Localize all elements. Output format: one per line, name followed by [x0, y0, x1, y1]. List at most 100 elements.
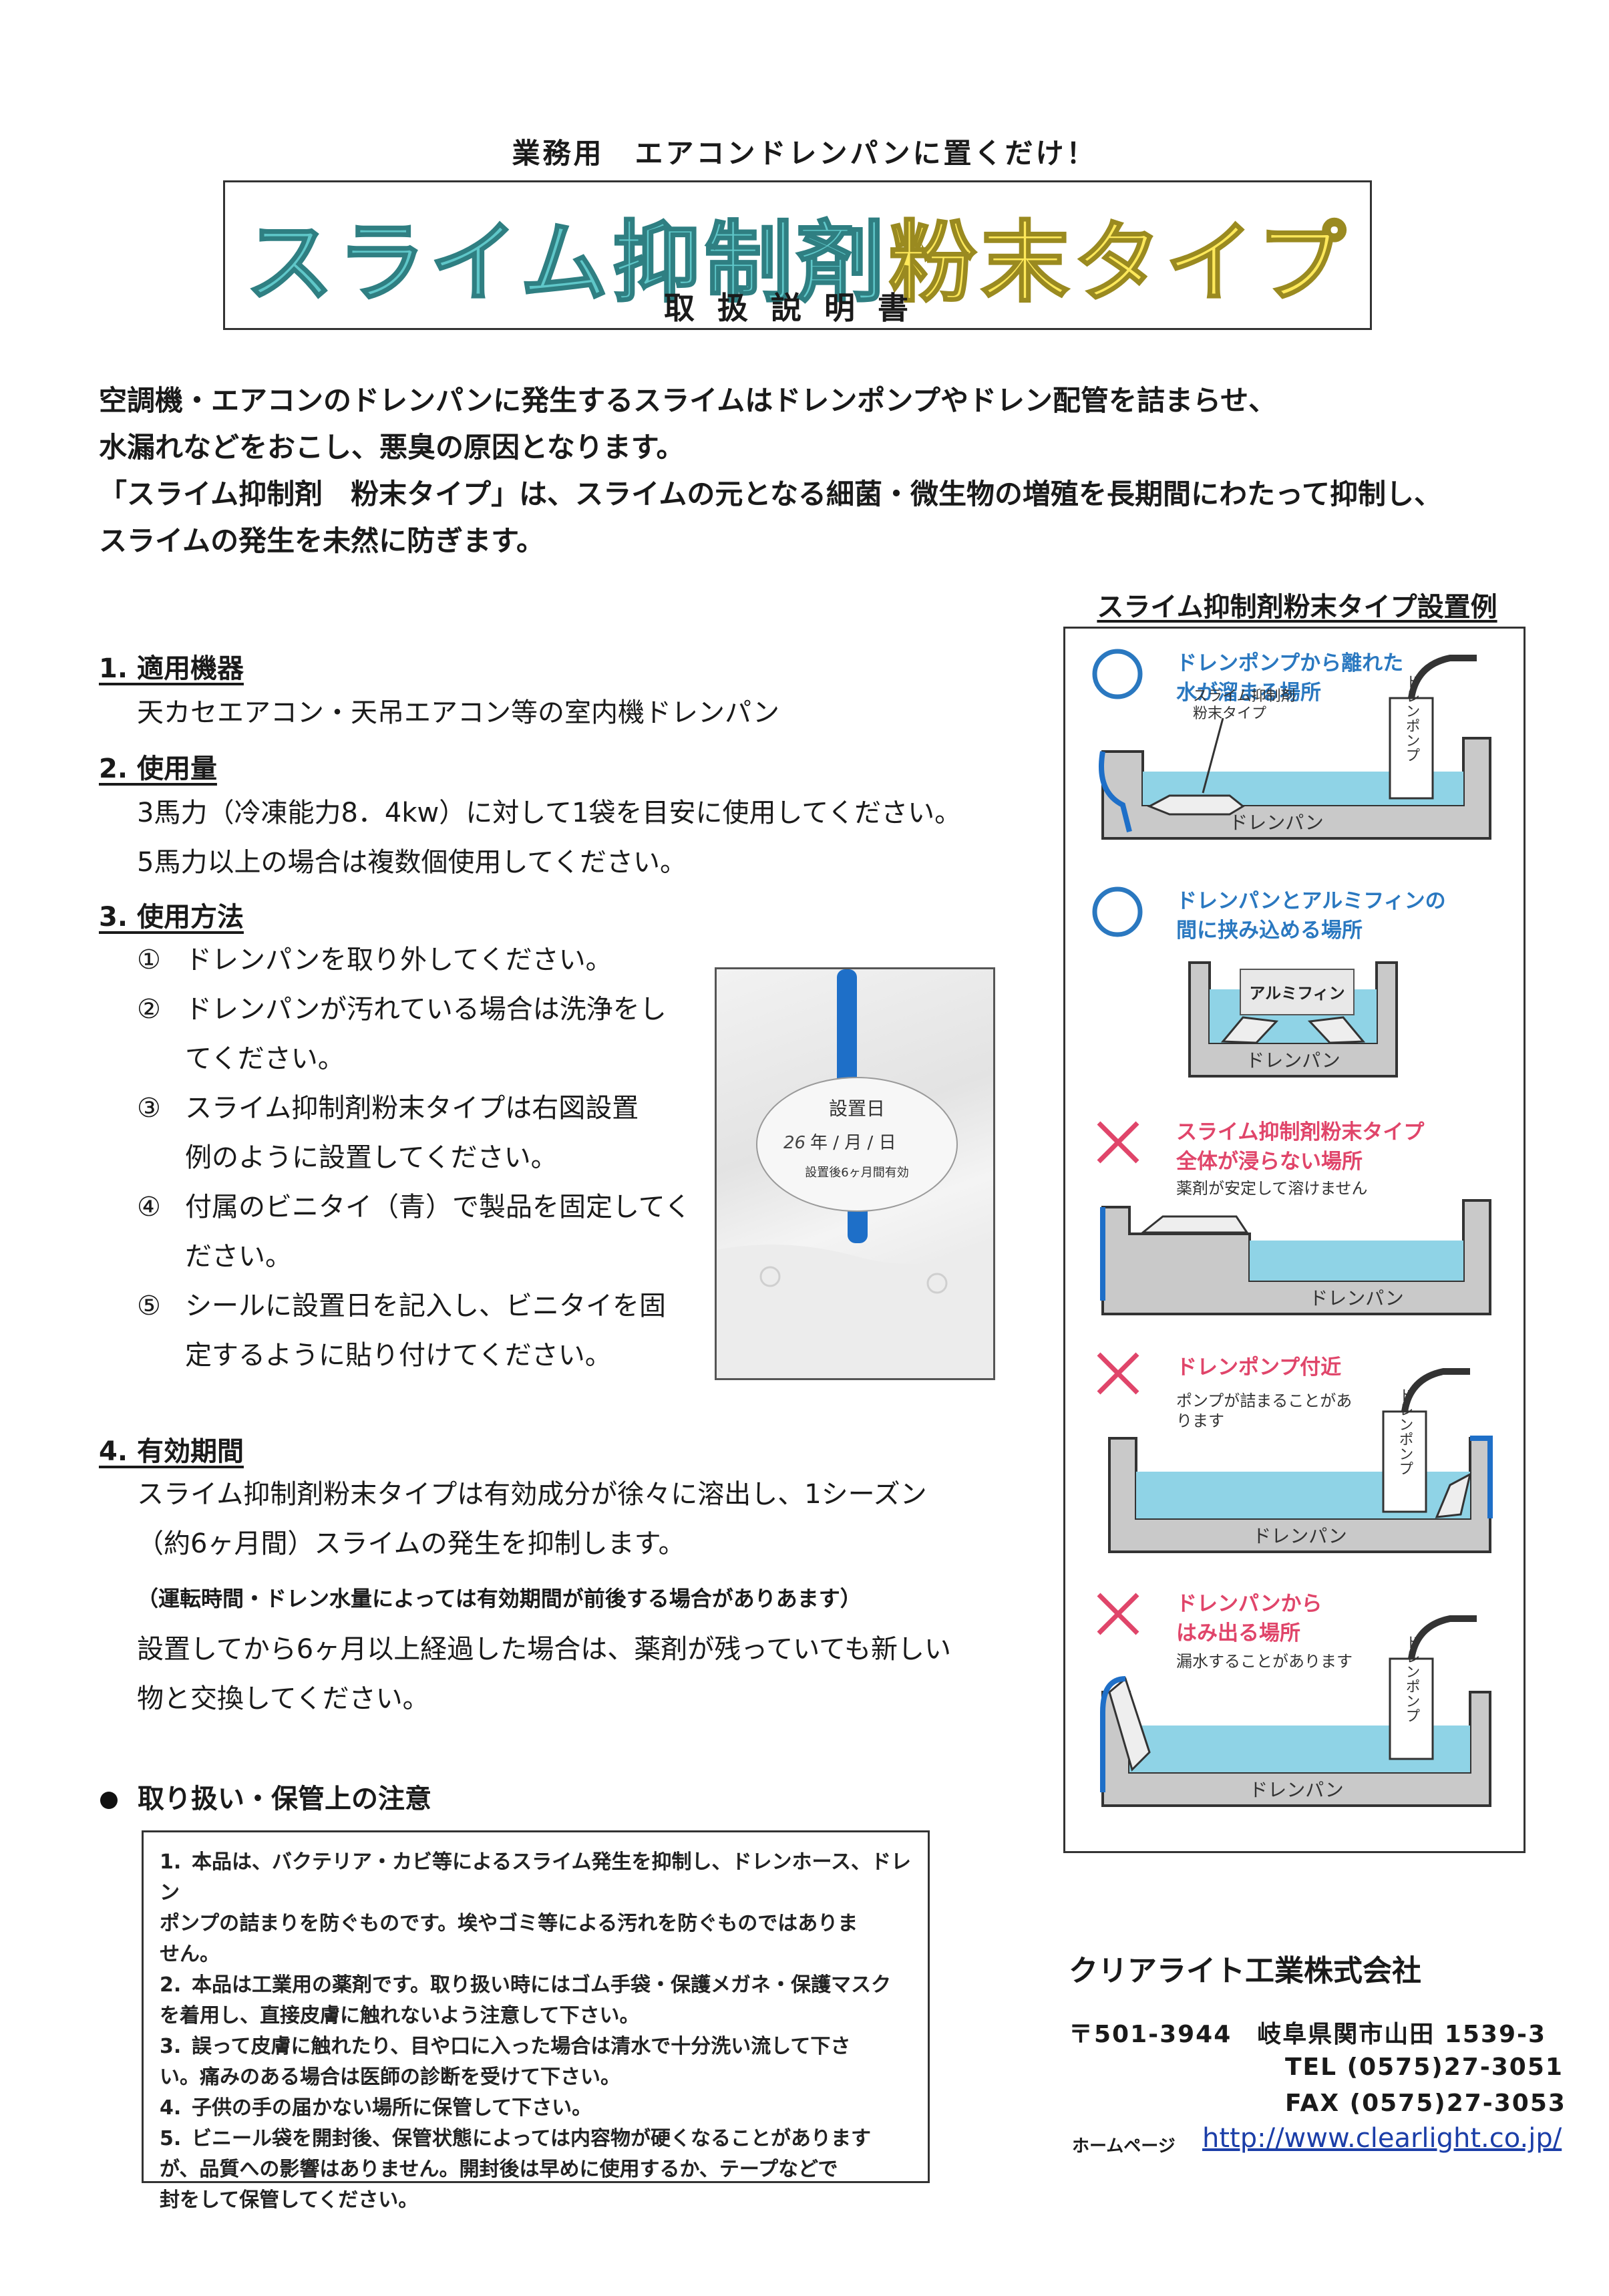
- caution-box: 1.本品は、バクテリア・カビ等によるスライム発生を抑制し、ドレンホース、ドレン …: [142, 1830, 930, 2212]
- pan-label: ドレンパン: [1249, 1779, 1343, 1801]
- step-3-continued: 例のように設置してください。: [185, 1142, 558, 1173]
- company-tel: TEL (0575)27-3051: [1285, 2054, 1564, 2081]
- panel-label: ドレンパンとアルミフィンの: [1176, 889, 1446, 913]
- section-1-heading: 1. 適用機器: [99, 653, 244, 684]
- pump-hose: [1408, 1615, 1477, 1659]
- date-sticker: [756, 1077, 958, 1212]
- panel-sub-note: ポンプが詰まることがあ: [1176, 1391, 1352, 1410]
- packet-fold: [717, 1245, 993, 1378]
- document-subtitle: 取扱説明書: [664, 290, 931, 326]
- caution-item: 1.本品は、バクテリア・カビ等によるスライム発生を抑制し、ドレンホース、ドレン: [160, 1850, 911, 1905]
- section-4-line: スライム抑制剤粉末タイプは有効成分が徐々に溶出し、1シーズン: [137, 1479, 927, 1510]
- intro-line: 「スライム抑制剤 粉末タイプ」は、スライムの元となる細菌・微生物の増殖を長期間に…: [99, 478, 1442, 510]
- section-2-heading: 2. 使用量: [99, 754, 217, 784]
- sticker-label: 設置日: [829, 1098, 885, 1120]
- ok-circle-icon: [1092, 886, 1143, 937]
- pump-hose: [1401, 1368, 1470, 1412]
- panel-label: 水が溜まる場所: [1176, 681, 1321, 705]
- product-label: スライム抑制剤: [1193, 688, 1296, 705]
- caution-heading: 取り扱い・保管上の注意: [100, 1777, 431, 1816]
- title-box: スライム抑制剤粉末タイプ 取扱説明書: [223, 180, 1372, 330]
- section-4-line: 物と交換してください。: [137, 1683, 429, 1714]
- pump-label: ドレンポンプ: [1403, 1635, 1420, 1723]
- sticker-validity: 設置後6ヶ月間有効: [805, 1166, 908, 1180]
- homepage-link[interactable]: http://www.clearlight.co.jp/: [1202, 2123, 1562, 2154]
- panel-label: スライム抑制剤粉末タイプ: [1176, 1120, 1425, 1144]
- product-packet-icon: [1139, 1215, 1249, 1234]
- drain-pump-icon: [1389, 1657, 1434, 1760]
- product-packet-icon: [1147, 794, 1245, 816]
- packet-emboss: [926, 1273, 948, 1294]
- installation-diagram: ドレンポンプから離れた 水が溜まる場所 スライム抑制剤 粉末タイプ ドレンポンプ…: [1063, 627, 1526, 1853]
- packet-emboss: [759, 1266, 781, 1287]
- panel-label: ドレンポンプ付近: [1176, 1355, 1341, 1379]
- water: [1250, 1241, 1463, 1281]
- section-4-line: （約6ヶ月間）スライムの発生を抑制します。: [137, 1528, 685, 1559]
- homepage-label: ホームページ: [1072, 2136, 1176, 2156]
- ng-cross-icon: [1097, 1121, 1139, 1164]
- product-photo-drawing: 設置日 26 年 / 月 / 日 設置後6ヶ月間有効: [717, 969, 993, 1378]
- panel-label: ドレンパンから: [1176, 1592, 1322, 1616]
- pan-label: ドレンパン: [1246, 1049, 1340, 1072]
- product-packet-icon: [1435, 1472, 1472, 1518]
- diagram-panel-5: ドレンパンから はみ出る場所 漏水することがあります ドレンポンプ ドレンパン: [1076, 1579, 1514, 1826]
- title-part-powder-type: 粉末タイプ: [888, 211, 1350, 316]
- section-2-line: 5馬力以上の場合は複数個使用してください。: [137, 847, 687, 878]
- caution-item: 4.子供の手の届かない場所に保管して下さい。: [160, 2096, 592, 2120]
- tagline: 業務用 エアコンドレンパンに置くだけ！: [512, 137, 1097, 170]
- pan-label: ドレンパン: [1309, 1287, 1403, 1309]
- pump-hose: [1408, 655, 1477, 699]
- caution-item-cont: を着用し、直接皮膚に触れないよう注意して下さい。: [160, 2004, 640, 2027]
- panel-sub-note: 薬剤が安定して溶けません: [1176, 1179, 1368, 1198]
- diagram-panel-1: ドレンポンプから離れた 水が溜まる場所 スライム抑制剤 粉末タイプ ドレンポンプ…: [1076, 638, 1514, 865]
- title-part-slime-inhibitor: スライム抑制剤: [244, 211, 889, 316]
- sticker-year: 26: [783, 1133, 806, 1153]
- section-2-line: 3馬力（冷凍能力8．4kw）に対して1袋を目安に使用してください。: [137, 798, 962, 828]
- aluminum-fin-icon: [1240, 969, 1355, 1015]
- ng-cross-icon: [1097, 1593, 1139, 1635]
- section-4-line: 設置してから6ヶ月以上経過した場合は、薬剤が残っていても新しい: [137, 1634, 952, 1665]
- product-label: 粉末タイプ: [1193, 705, 1266, 722]
- section-1-text: 天カセエアコン・天吊エアコン等の室内機ドレンパン: [137, 697, 779, 728]
- section-3-heading: 3. 使用方法: [99, 902, 244, 933]
- panel-label: ドレンポンプから離れた: [1176, 651, 1403, 675]
- intro-line: 水漏れなどをおこし、悪臭の原因となります。: [99, 431, 685, 464]
- product-photo: 設置日 26 年 / 月 / 日 設置後6ヶ月間有効: [715, 967, 995, 1380]
- caution-item-cont: 封をして保管してください。: [160, 2188, 419, 2212]
- product-title: スライム抑制剤粉末タイプ: [225, 192, 1370, 319]
- pump-label: ドレンポンプ: [1403, 674, 1420, 762]
- pointer-arrow: [1202, 717, 1224, 794]
- ng-cross-icon: [1097, 1352, 1139, 1395]
- diagram-panel-3: スライム抑制剤粉末タイプ 全体が浸らない場所 薬剤が安定して溶けません ドレンパ…: [1076, 1107, 1514, 1327]
- intro-line: スライムの発生を未然に防ぎます。: [99, 524, 544, 557]
- company-fax: FAX (0575)27-3053: [1285, 2090, 1566, 2117]
- step-2-continued: てください。: [185, 1043, 345, 1074]
- caution-item: 2.本品は工業用の薬剤です。取り扱い時にはゴム手袋・保護メガネ・保護マスク: [160, 1973, 891, 1997]
- pan-label: ドレンパン: [1229, 812, 1323, 834]
- step-5-continued: 定するように貼り付けてください。: [185, 1340, 612, 1371]
- company-name: クリアライト工業株式会社: [1069, 1954, 1421, 1988]
- diagram-panel-2: ドレンパンとアルミフィンの 間に挟み込める場所 アルミフィン ドレンパン: [1076, 876, 1514, 1096]
- caution-item-cont: い。痛みのある場合は医師の診断を受けて下さい。: [160, 2066, 620, 2089]
- bullet-icon: [100, 1792, 118, 1809]
- intro-line: 空調機・エアコンのドレンパンに発生するスライムはドレンポンプやドレン配管を詰まら…: [99, 384, 1277, 417]
- tie-line: [1099, 751, 1132, 832]
- caution-item-cont: せん。: [160, 1943, 220, 1966]
- step-4-continued: ださい。: [185, 1241, 292, 1272]
- intro-paragraph: 空調機・エアコンのドレンパンに発生するスライムはドレンポンプやドレン配管を詰まら…: [99, 377, 1515, 564]
- caution-item: 5.ビニール袋を開封後、保管状態によっては内容物が硬くなることがあります: [160, 2127, 871, 2150]
- product-packet-icon: [1108, 1677, 1151, 1772]
- section-4-note: （運転時間・ドレン水量によっては有効期間が前後する場合がありあます）: [137, 1586, 862, 1611]
- sticker-date-line: 年 / 月 / 日: [810, 1133, 896, 1153]
- product-packet-icon: [1307, 1016, 1366, 1044]
- panel-sub-note: 漏水することがあります: [1176, 1652, 1353, 1671]
- diagram-panel-4: ドレンポンプ付近 ポンプが詰まることがあ ります ドレンポンプ ドレンパン: [1076, 1338, 1514, 1572]
- panel-label: 全体が浸らない場所: [1176, 1150, 1363, 1174]
- panel-label: はみ出る場所: [1176, 1621, 1300, 1645]
- diagram-title: スライム抑制剤粉末タイプ設置例: [1097, 592, 1497, 623]
- pump-label: ドレンポンプ: [1397, 1387, 1413, 1476]
- tie-line: [1470, 1436, 1493, 1518]
